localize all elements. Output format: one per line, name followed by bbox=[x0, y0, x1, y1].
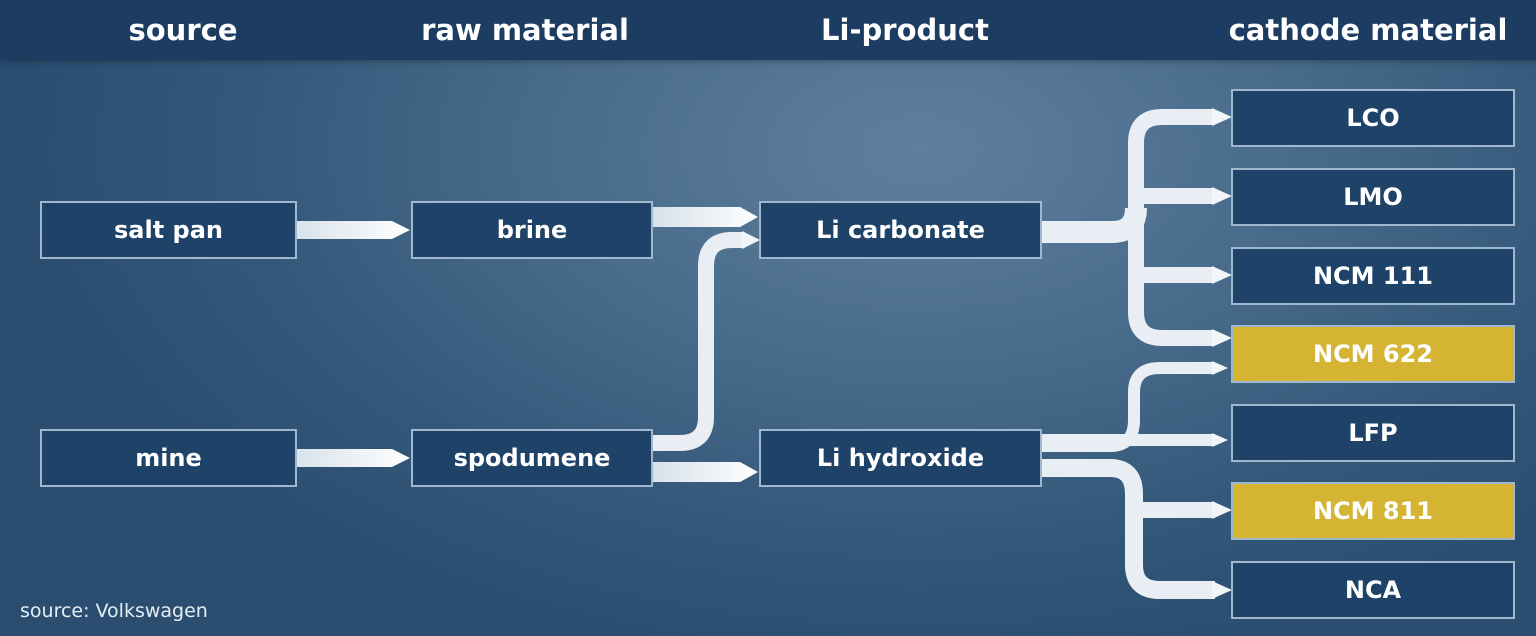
arrowhead-to-ncm111 bbox=[1212, 266, 1232, 284]
arrowhead-to-lco bbox=[1212, 108, 1232, 126]
node-ncm622-highlighted: NCM 622 bbox=[1231, 325, 1515, 383]
arrowhead-to-lmo bbox=[1212, 187, 1232, 205]
node-lco: LCO bbox=[1231, 89, 1515, 147]
flow-li-hydroxide-upper bbox=[1040, 362, 1215, 452]
flow-spodumene-to-li-carbonate bbox=[652, 232, 745, 451]
flow-li-carbonate-trunk bbox=[1040, 207, 1147, 243]
arrowhead-to-nca bbox=[1212, 581, 1232, 599]
flow-salt-pan-to-brine bbox=[296, 221, 410, 239]
flow-mine-to-spodumene bbox=[296, 449, 410, 467]
flow-brine-to-li-carbonate bbox=[652, 207, 758, 227]
column-title-source: source bbox=[128, 13, 238, 47]
node-salt-pan: salt pan bbox=[40, 201, 297, 259]
node-mine: mine bbox=[40, 429, 297, 487]
node-ncm811-highlighted: NCM 811 bbox=[1231, 482, 1515, 540]
node-brine: brine bbox=[411, 201, 653, 259]
arrowhead-to-lfp bbox=[1212, 433, 1228, 447]
node-nca: NCA bbox=[1231, 561, 1515, 619]
source-credit: source: Volkswagen bbox=[20, 600, 208, 622]
header-bar: source raw material Li-product cathode m… bbox=[0, 0, 1536, 60]
flow-spodumene-to-li-hydroxide bbox=[652, 462, 758, 482]
arrowhead-to-ncm811 bbox=[1212, 501, 1232, 519]
node-li-carbonate: Li carbonate bbox=[759, 201, 1042, 259]
column-title-li-product: Li-product bbox=[821, 13, 989, 47]
node-lfp: LFP bbox=[1231, 404, 1515, 462]
column-title-raw-material: raw material bbox=[421, 13, 629, 47]
flow-li-hydroxide-lower bbox=[1040, 459, 1215, 599]
column-title-cathode-material: cathode material bbox=[1228, 13, 1508, 47]
node-ncm111: NCM 111 bbox=[1231, 247, 1515, 305]
arrowhead-to-ncm622 bbox=[1212, 329, 1232, 347]
arrowhead-to-li-carbonate bbox=[742, 231, 760, 249]
node-lmo: LMO bbox=[1231, 168, 1515, 226]
node-spodumene: spodumene bbox=[411, 429, 653, 487]
node-li-hydroxide: Li hydroxide bbox=[759, 429, 1042, 487]
flow-li-carbonate-fan bbox=[1128, 109, 1215, 346]
arrowhead-to-ncm622-from-hydroxide bbox=[1212, 361, 1228, 375]
